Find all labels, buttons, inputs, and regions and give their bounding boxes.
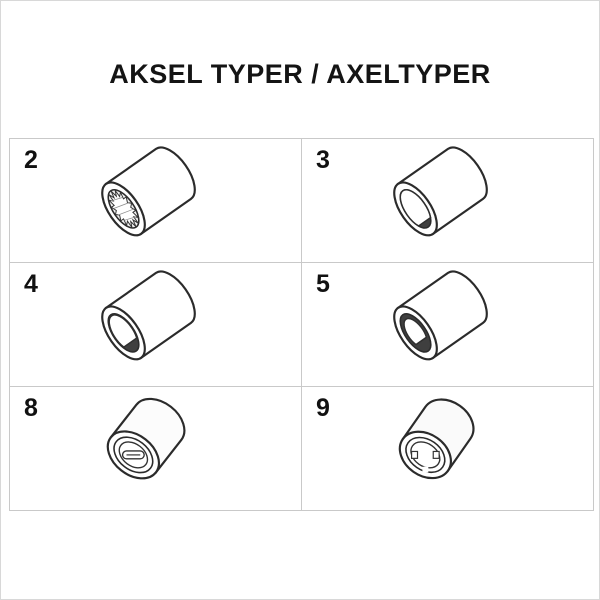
splined-bore-axle-icon [100,145,196,236]
axle-cell-9: 9 [302,387,594,511]
d-bore-axle-icon [392,145,488,236]
axle-cell-5: 5 [302,263,594,387]
axle-number: 9 [316,394,330,422]
thick-wall-d-bore-axle-icon [392,269,488,360]
axle-number: 8 [24,394,38,422]
axle-cell-8: 8 [10,387,302,511]
flat-d-bore-axle-icon [100,269,196,360]
axle-type-grid: 2 3 [9,138,594,511]
axle-cell-2: 2 [10,139,302,263]
axle-number: 5 [316,270,330,298]
axle-cell-3: 3 [302,139,594,263]
page-title: AKSEL TYPER / AXELTYPER [109,59,491,89]
axle-number: 4 [24,270,38,298]
axle-number: 3 [316,146,330,174]
notched-bore-axle-icon [398,397,475,479]
axle-number: 2 [24,146,38,174]
axle-cell-4: 4 [10,263,302,387]
slotted-bore-axle-icon [106,397,185,479]
